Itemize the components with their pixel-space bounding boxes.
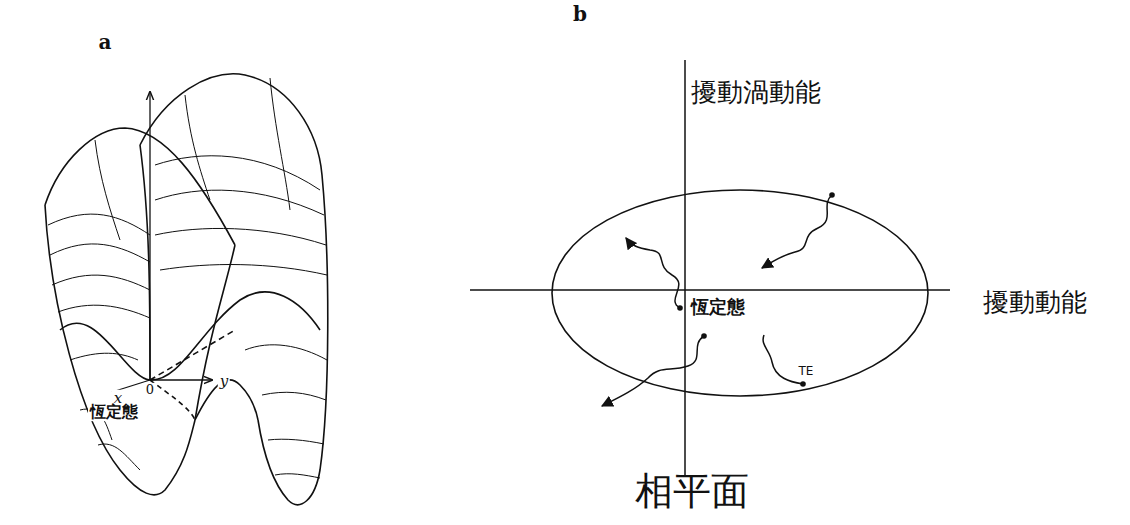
vertical-axis [684,60,686,475]
trajectory-label: TE [799,365,814,378]
saddle-surface [45,74,328,505]
ellipse-outline [550,188,930,398]
axis-label: y [218,373,230,390]
horizontal-axis [470,289,950,291]
caption-text: 擾動動能 [981,288,1089,317]
caption-text: 恆定態 [88,403,140,421]
phase-plane-ellipse: 恆定態 TE [550,188,930,398]
panel-letter: b [573,3,587,25]
z-axis [149,92,150,380]
trajectories [602,195,832,406]
surface-grid [48,78,327,478]
axis-label: 0 [144,383,156,397]
panel-letter: a [99,31,112,53]
steady-state-label: 恆定態 [691,297,745,317]
trajectory-dots [677,192,835,387]
caption-text: 擾動渦動能 [689,78,823,107]
y-axis [150,379,212,380]
caption-text: 相平面 [635,471,749,513]
